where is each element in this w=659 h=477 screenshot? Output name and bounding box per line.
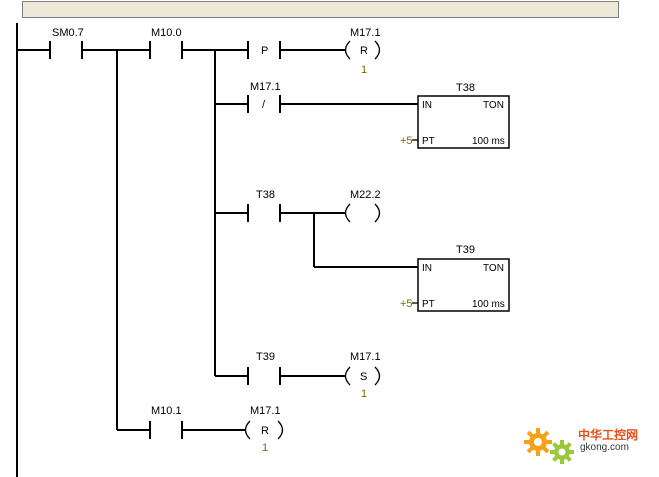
timer-in-label: IN (422, 100, 432, 111)
contact-operand: SM0.7 (52, 27, 84, 39)
timer-base: 100 ms (472, 136, 505, 147)
coil-symbol: R (360, 45, 368, 57)
contact-m17-1-not[interactable]: M17.1 / (247, 81, 281, 113)
coil-symbol: R (261, 425, 269, 437)
contact-operand: T38 (256, 189, 275, 201)
timer-name: T39 (456, 244, 475, 256)
contact-m10-1[interactable]: M10.1 (149, 405, 183, 439)
coil-m22-2[interactable]: M22.2 (344, 189, 381, 223)
watermark-text-cn: 中华工控网 (578, 428, 639, 442)
coil-operand: M17.1 (350, 27, 381, 39)
timer-type: TON (483, 263, 504, 274)
timer-t39[interactable]: T39 IN TON +5 PT 100 ms (400, 244, 510, 312)
contact-operand: M10.0 (151, 27, 182, 39)
contact-positive-transition[interactable]: P (247, 41, 281, 59)
coil-reset-m17-1[interactable]: M17.1 R 1 (344, 27, 381, 76)
coil-count: 1 (361, 388, 367, 400)
coil-set-m17-1[interactable]: M17.1 S 1 (344, 351, 381, 400)
contact-m10-0[interactable]: M10.0 (149, 27, 183, 59)
contact-t39[interactable]: T39 (247, 351, 281, 385)
coil-reset-m17-1-second[interactable]: M17.1 R 1 (244, 405, 284, 454)
coil-operand: M17.1 (350, 351, 381, 363)
coil-count: 1 (361, 64, 367, 76)
coil-symbol: S (360, 371, 367, 383)
contact-operand: M10.1 (151, 405, 182, 417)
timer-type: TON (483, 100, 504, 111)
timer-base: 100 ms (472, 299, 505, 310)
network-title-bar[interactable] (22, 1, 619, 18)
contact-operand: T39 (256, 351, 275, 363)
timer-preset-value: +5 (400, 135, 413, 147)
watermark-logo: 中华工控网 gkong.com (520, 420, 659, 470)
coil-count: 1 (262, 442, 268, 454)
coil-operand: M22.2 (350, 189, 381, 201)
contact-symbol: / (262, 99, 266, 111)
timer-pt-label: PT (422, 136, 435, 147)
timer-in-label: IN (422, 263, 432, 274)
contact-sm0-7[interactable]: SM0.7 (49, 27, 84, 59)
watermark-text-en: gkong.com (580, 442, 629, 453)
timer-name: T38 (456, 82, 475, 94)
contact-symbol: P (261, 45, 268, 57)
contact-operand: M17.1 (250, 81, 281, 93)
gear-icon (524, 428, 574, 464)
timer-t38[interactable]: T38 IN TON +5 PT 100 ms (400, 82, 510, 149)
timer-pt-label: PT (422, 299, 435, 310)
contact-t38[interactable]: T38 (247, 189, 281, 222)
coil-operand: M17.1 (250, 405, 281, 417)
timer-preset-value: +5 (400, 298, 413, 310)
